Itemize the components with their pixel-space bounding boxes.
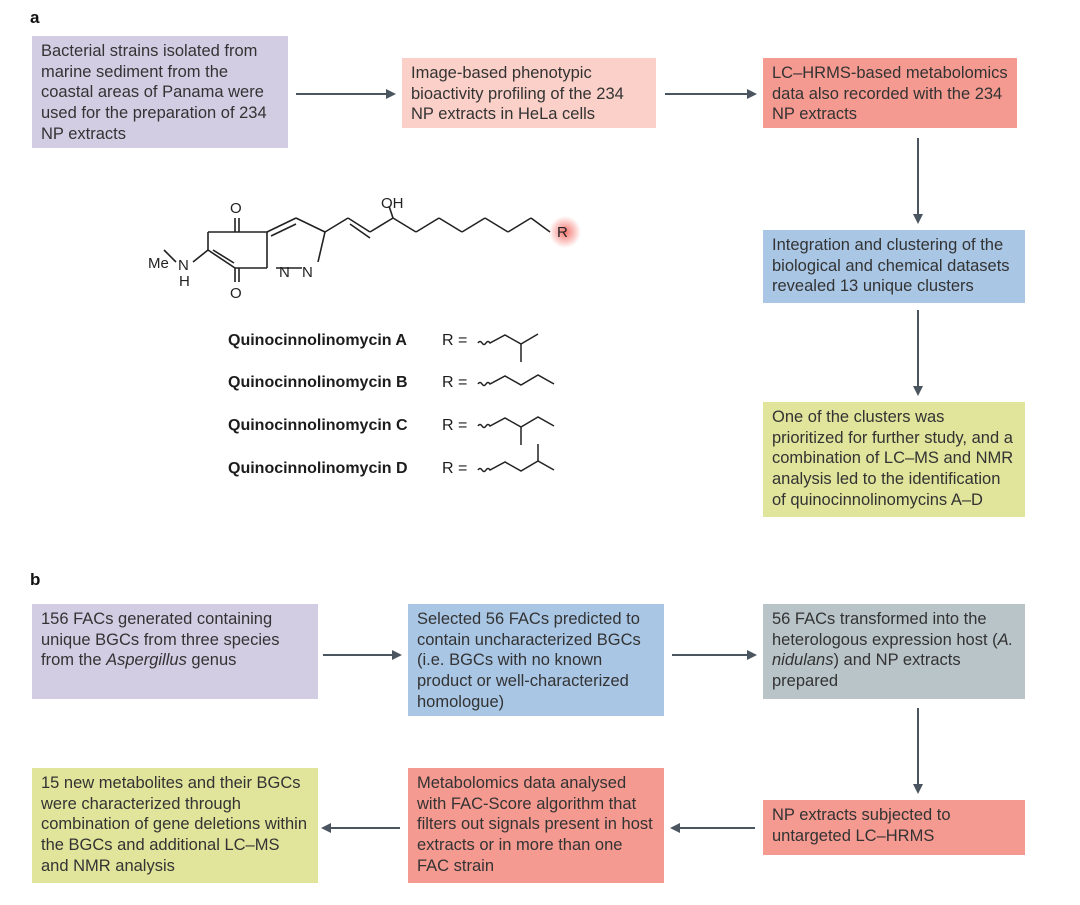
compound-a-name: Quinocinnolinomycin A [228,332,407,349]
quinocinnolinomycin-core-structure [163,205,551,282]
atom-r-group: R [557,224,568,241]
panel-b-step-transformation: 56 FACs transformed into the heterologou… [763,604,1025,699]
panel-a-step-identification: One of the clusters was prioritized for … [763,402,1025,517]
compound-c-name: Quinocinnolinomycin C [228,417,408,434]
panel-a-step-clustering: Integration and clustering of the biolog… [763,230,1025,303]
panel-b-step-selection: Selected 56 FACs predicted to contain un… [408,604,664,716]
compound-a-r-label: R = [442,332,468,349]
compound-d-r-label: R = [442,460,468,477]
r-group-b-sketch [477,374,555,387]
panel-a-label: a [30,8,40,27]
compound-c-r-label: R = [442,417,468,434]
panel-b-step-facs: 156 FACs generated containing unique BGC… [32,604,318,699]
atom-oxygen-top: O [230,200,242,217]
panel-b-step-characterization: 15 new metabolites and their BGCs were c… [32,768,318,883]
panel-b-step-facscore: Metabolomics data analysed with FAC-Scor… [408,768,664,883]
compound-d-name: Quinocinnolinomycin D [228,460,408,477]
r-group-sketches [477,333,555,473]
r-group-d-sketch [477,444,555,473]
panel-b-step-lchrms: NP extracts subjected to untargeted LC–H… [763,800,1025,855]
compound-b-r-label: R = [442,374,468,391]
atom-amine-h: H [179,273,190,290]
r-group-c-sketch [477,416,555,445]
panel-b-step-facs-text-end: genus [186,651,237,670]
panel-b-step-facs-text: 156 FACs generated containing unique BGC… [41,610,280,670]
atom-oxygen-bottom: O [230,285,242,302]
atom-ring-n2: N [302,264,313,281]
atom-hydroxyl: OH [381,195,404,212]
panel-b-step-facs-genus: Aspergillus [106,651,187,670]
compound-b-name: Quinocinnolinomycin B [228,374,408,391]
panel-a-step-strains: Bacterial strains isolated from marine s… [32,36,288,148]
atom-amine-n: N [178,257,189,274]
panel-b-step-transformation-text-end: ) and NP extracts prepared [772,651,961,690]
panel-a-step-metabolomics: LC–HRMS-based metabolomics data also rec… [763,58,1017,128]
panel-a-step-profiling: Image-based phenotypic bioactivity profi… [402,58,656,128]
r-group-highlight [549,216,581,248]
panel-b-label: b [30,570,41,589]
atom-methyl: Me [148,255,169,272]
r-group-a-sketch [477,333,539,362]
panel-b-step-transformation-host: A. nidulans [772,630,1014,670]
panel-b-step-transformation-text: 56 FACs transformed into the heterologou… [772,610,998,649]
atom-ring-n1: N [279,264,290,281]
